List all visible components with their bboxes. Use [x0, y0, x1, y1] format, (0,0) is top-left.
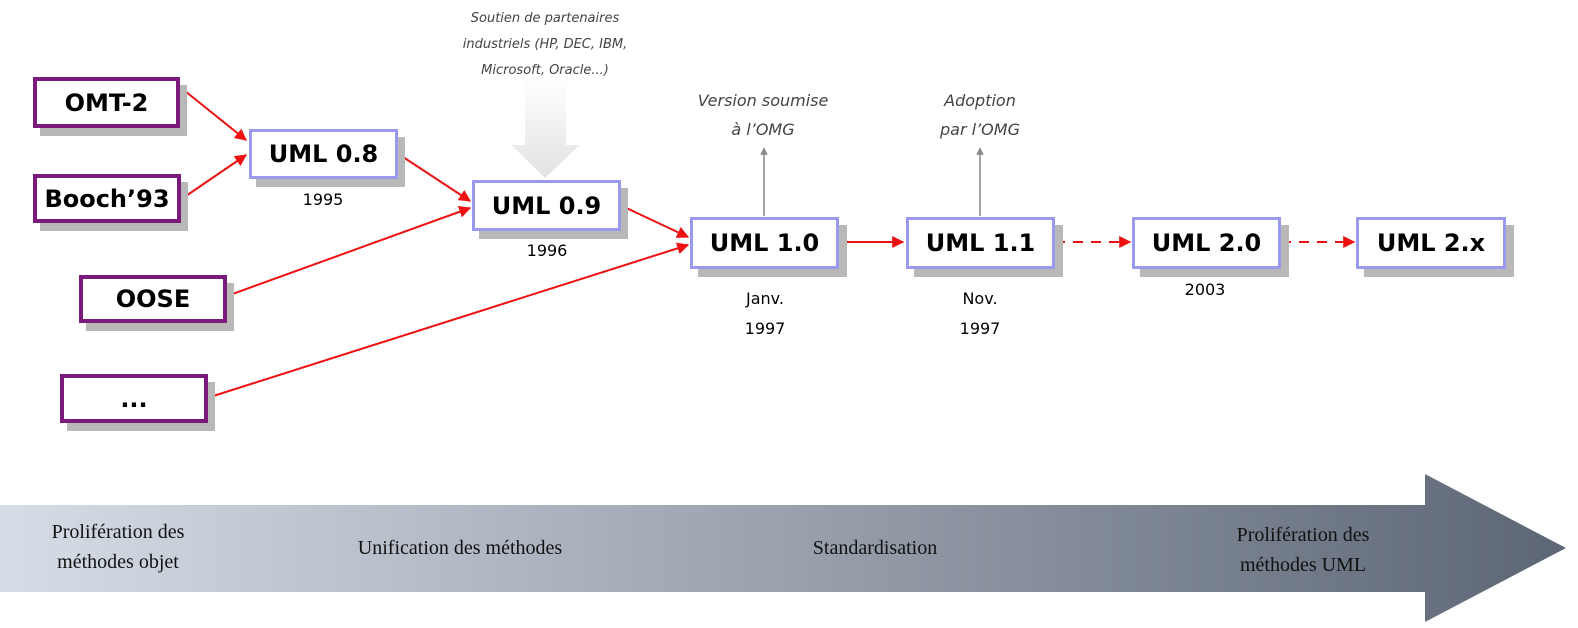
date-line: 1997 — [744, 319, 786, 338]
version-label: UML 0.8 — [268, 140, 379, 168]
date-line: 1997 — [959, 319, 1001, 338]
version-label: UML 2.0 — [1151, 229, 1262, 257]
phase-unification: Unification des méthodes — [300, 533, 620, 563]
method-label: Booch’93 — [44, 184, 170, 213]
note-line: Version soumise — [697, 91, 829, 110]
note-line: par l’OMG — [940, 120, 1020, 139]
arrow-others-to-uml10 — [206, 242, 690, 399]
method-box-omt2: OMT-2 — [33, 77, 180, 128]
note-line: à l’OMG — [731, 120, 795, 139]
method-box-others: ... — [60, 374, 208, 423]
partner-support-arrow — [511, 78, 580, 178]
note-line: Soutien de partenaires — [470, 11, 620, 26]
phase-proliferation-objet: Prolifération des méthodes objet — [8, 517, 228, 577]
version-box-uml08: UML 0.8 — [249, 129, 398, 179]
date-line: Janv. — [746, 289, 784, 308]
phase-line: Unification des méthodes — [357, 537, 563, 559]
date-uml20: 2003 — [1184, 280, 1226, 299]
phase-line: Prolifération des — [1236, 524, 1370, 546]
version-label: UML 1.0 — [709, 229, 820, 257]
note-line: Microsoft, Oracle...) — [481, 63, 609, 78]
version-box-uml20: UML 2.0 — [1132, 217, 1281, 269]
version-box-uml11: UML 1.1 — [906, 217, 1055, 269]
method-label: OMT-2 — [64, 88, 149, 117]
date-uml10: Janv. 1997 — [725, 284, 805, 344]
arrow-oose-to-uml09 — [226, 206, 472, 297]
timeline-band-arrow — [0, 474, 1566, 622]
date-uml11: Nov. 1997 — [940, 284, 1020, 344]
note-version-submitted: Version soumise à l’OMG — [678, 86, 848, 144]
method-box-booch93: Booch’93 — [33, 174, 181, 223]
arrow-omt2-to-uml08 — [179, 86, 247, 141]
method-label: ... — [120, 384, 148, 413]
arrow-booch-to-uml08 — [182, 154, 247, 199]
phase-line: Standardisation — [812, 537, 938, 559]
arrow-uml08-to-uml09 — [396, 152, 472, 202]
date-uml09: 1996 — [526, 241, 568, 260]
version-label: UML 2.x — [1376, 229, 1486, 257]
phase-proliferation-uml: Prolifération des méthodes UML — [1193, 520, 1413, 580]
note-adopted: Adoption par l’OMG — [895, 86, 1065, 144]
note-partner-support: Soutien de partenaires industriels (HP, … — [430, 6, 660, 84]
version-box-uml10: UML 1.0 — [690, 217, 839, 269]
date-uml08: 1995 — [302, 190, 344, 209]
date-line: Nov. — [962, 289, 998, 308]
phase-standardisation: Standardisation — [755, 533, 995, 563]
version-box-uml09: UML 0.9 — [472, 180, 621, 231]
phase-line: méthodes UML — [1239, 554, 1367, 576]
note-line: industriels (HP, DEC, IBM, — [462, 37, 628, 52]
phase-line: Prolifération des — [51, 521, 185, 543]
arrow-uml09-to-uml10 — [619, 204, 690, 238]
method-label: OOSE — [115, 285, 191, 313]
phase-line: méthodes objet — [57, 551, 179, 573]
version-label: UML 0.9 — [491, 191, 602, 220]
note-line: Adoption — [944, 91, 1016, 110]
version-label: UML 1.1 — [925, 229, 1036, 257]
version-box-uml2x: UML 2.x — [1356, 217, 1506, 269]
method-box-oose: OOSE — [79, 275, 227, 323]
